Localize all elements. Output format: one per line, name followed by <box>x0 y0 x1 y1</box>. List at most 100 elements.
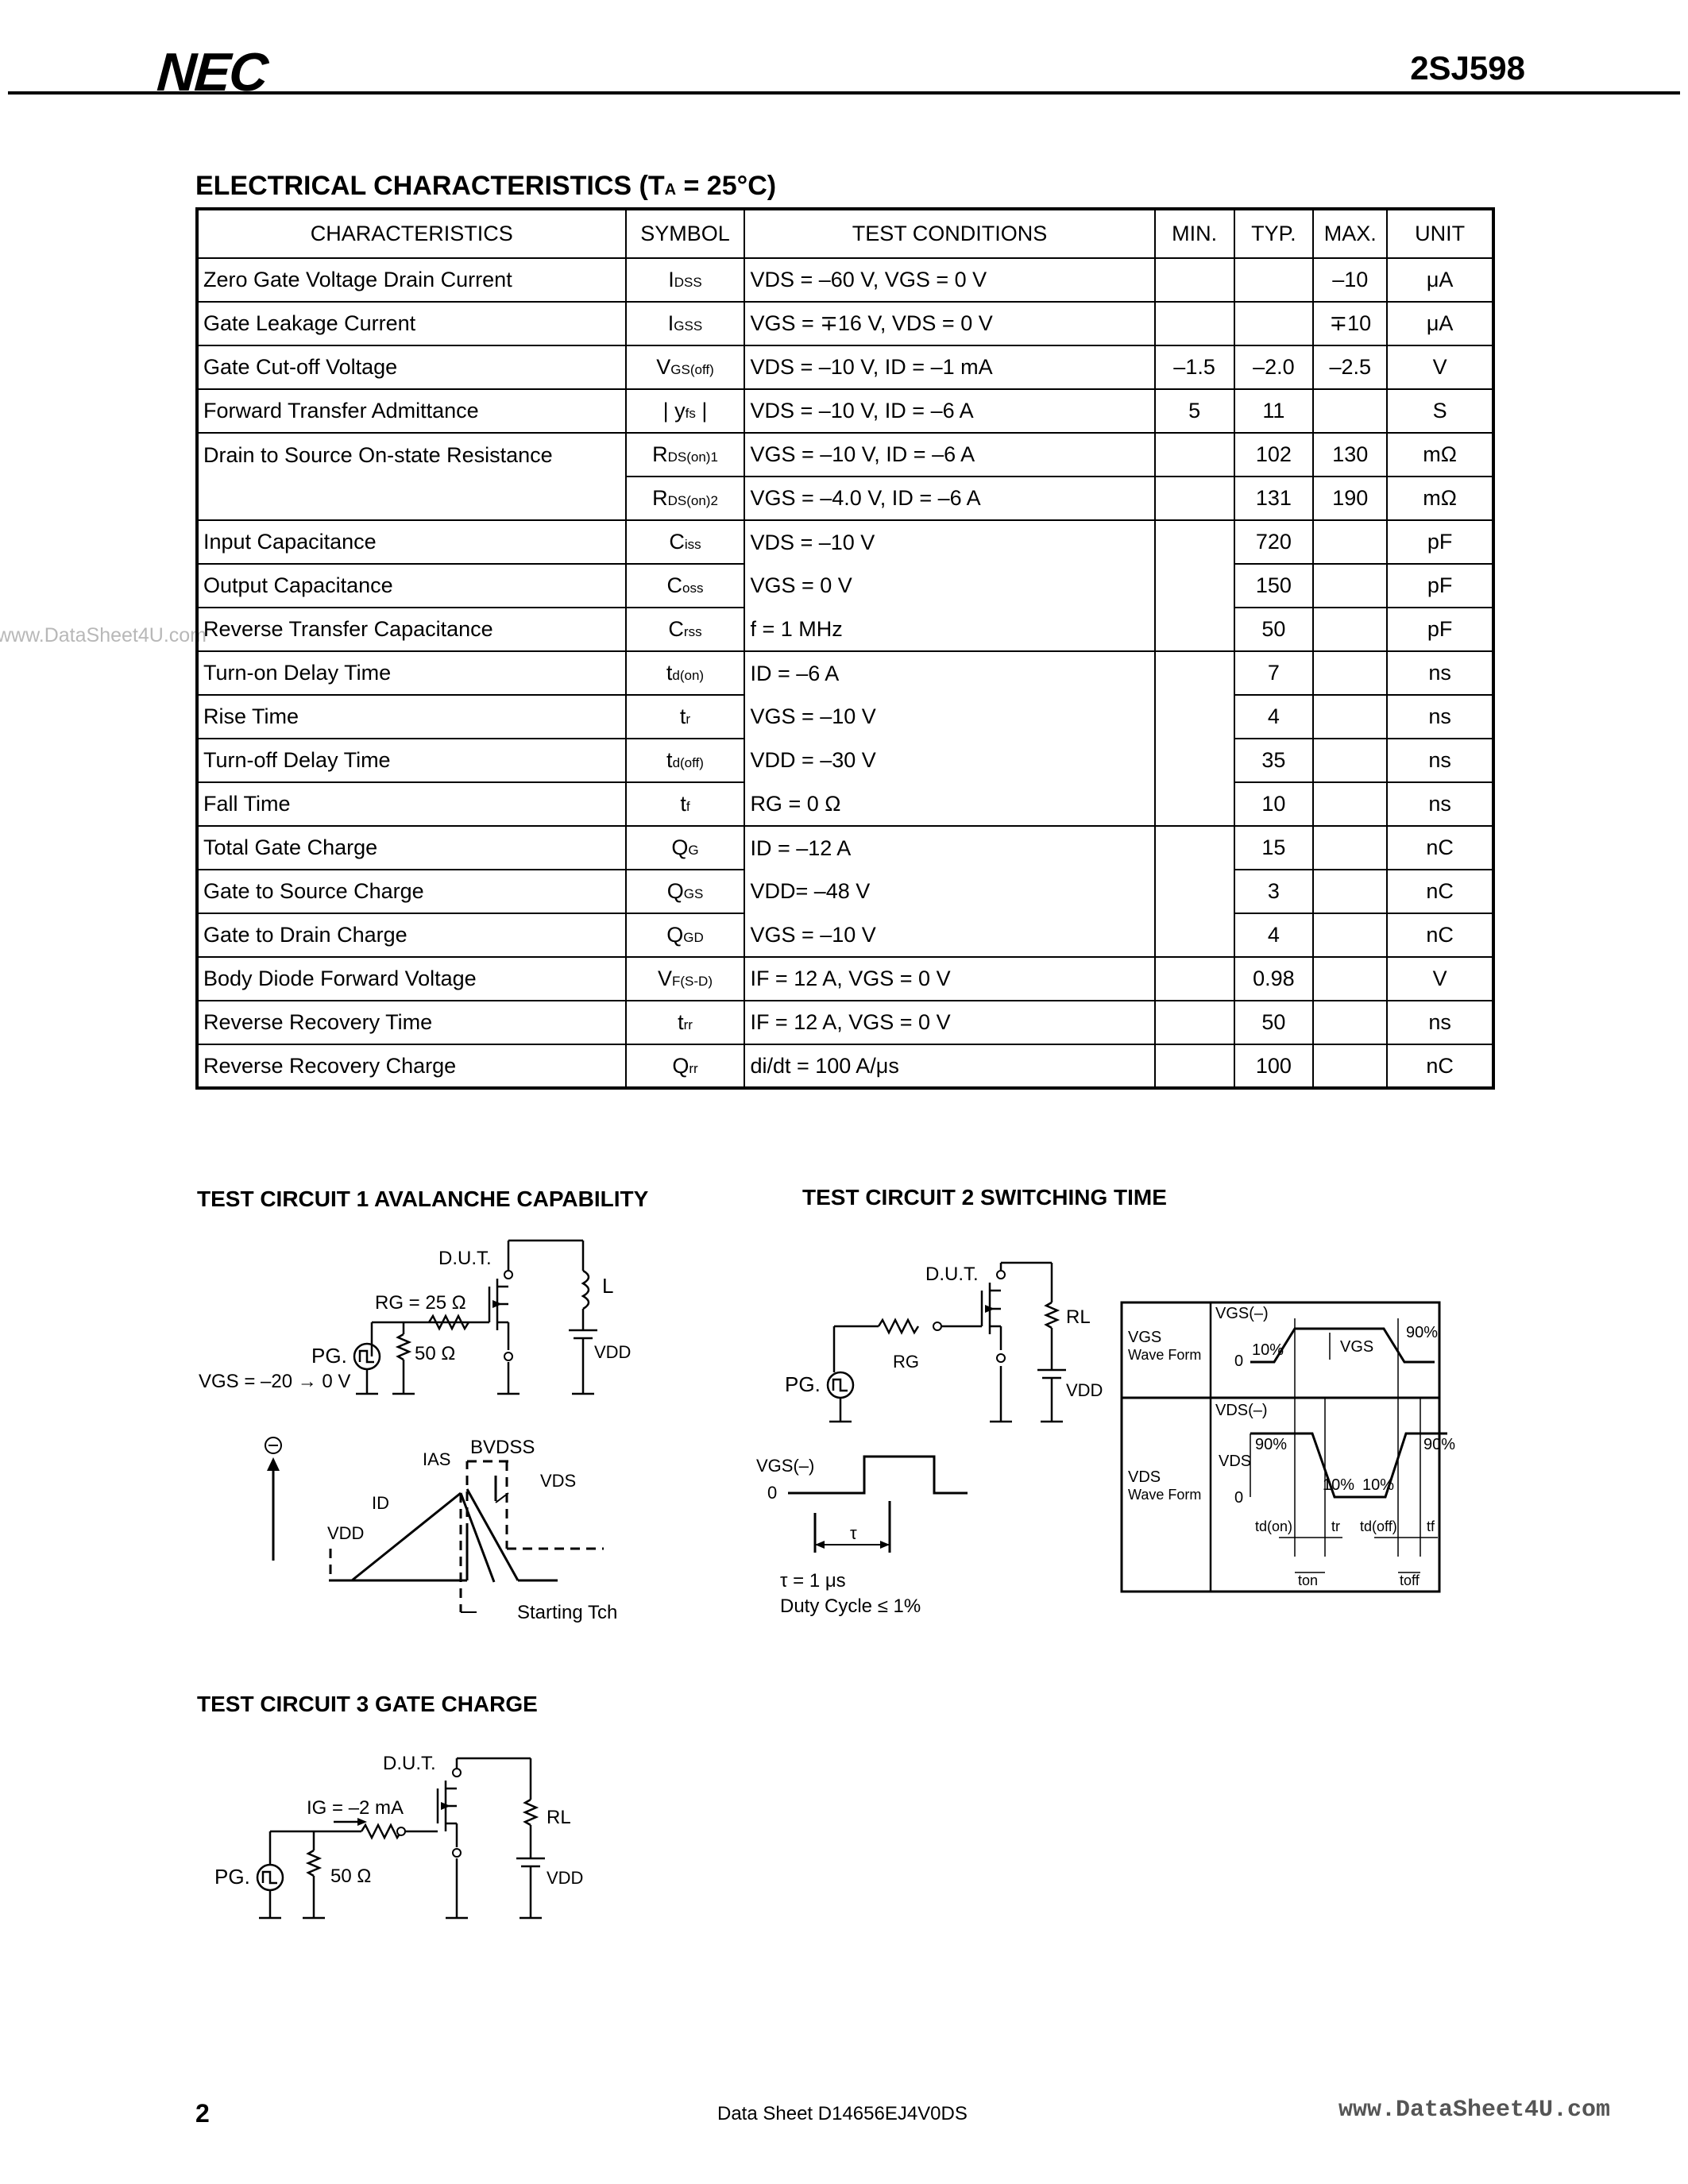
page-number: 2 <box>195 2099 210 2128</box>
typ-cell: 11 <box>1233 388 1315 434</box>
tc1-l: L <box>602 1274 613 1298</box>
table-title: ELECTRICAL CHARACTERISTICS (TA = 25°C) <box>195 171 777 201</box>
typ-cell: 4 <box>1233 694 1315 739</box>
symbol-main: R <box>652 442 668 466</box>
symbol-main: C <box>668 617 684 641</box>
condition-cell: ID = –6 A <box>744 650 1156 695</box>
max-cell <box>1312 825 1389 870</box>
column-header: MIN. <box>1153 208 1235 259</box>
symbol-cell: | yfs | <box>624 388 746 434</box>
symbol-subscript: GS <box>683 886 704 901</box>
characteristic-cell: Rise Time <box>196 694 627 739</box>
typ-cell: –2.0 <box>1233 345 1315 390</box>
characteristic-cell: Turn-off Delay Time <box>196 738 627 783</box>
max-cell <box>1312 607 1389 652</box>
symbol-cell: Qrr <box>624 1044 746 1089</box>
max-cell <box>1312 1000 1389 1045</box>
tc1-starting: Starting Tch <box>517 1602 617 1623</box>
min-cell <box>1153 301 1235 346</box>
tc2-td-off: td(off) <box>1360 1518 1397 1534</box>
condition-cell: IF = 12 A, VGS = 0 V <box>744 1000 1156 1045</box>
unit-cell: ns <box>1386 1000 1494 1045</box>
condition-cell: di/dt = 100 A/μs <box>744 1044 1156 1089</box>
tc2-td-on: td(on) <box>1255 1518 1292 1534</box>
tc3-vdd: VDD <box>547 1868 583 1888</box>
min-cell: 5 <box>1153 388 1235 434</box>
max-cell: 130 <box>1312 432 1389 477</box>
tc2-10pct-ds2: 10% <box>1362 1476 1394 1494</box>
condition-cell: VDS = –10 V <box>744 519 1156 564</box>
min-cell <box>1153 956 1235 1001</box>
characteristic-cell: Gate to Source Charge <box>196 869 627 914</box>
symbol-cell: QGS <box>624 869 746 914</box>
min-cell <box>1153 1000 1235 1045</box>
typ-cell <box>1233 257 1315 303</box>
tc1-bvdss: BVDSS <box>470 1437 535 1458</box>
tc1-diagram: D.U.T. RG = 25 Ω L 50 Ω PG. VDD VGS = –2… <box>199 1239 631 1623</box>
column-header: TEST CONDITIONS <box>744 208 1156 259</box>
typ-cell: 131 <box>1233 476 1315 521</box>
condition-cell: IF = 12 A, VGS = 0 V <box>744 956 1156 1001</box>
tc3-rl: RL <box>547 1807 571 1828</box>
symbol-subscript: GSS <box>674 318 703 334</box>
column-header: MAX. <box>1312 208 1389 259</box>
max-cell: 190 <box>1312 476 1389 521</box>
unit-cell: ns <box>1386 694 1494 739</box>
tc2-dut: D.U.T. <box>925 1264 979 1285</box>
condition-cell: VGS = –4.0 V, ID = –6 A <box>744 476 1156 521</box>
symbol-main: Q <box>672 1053 689 1078</box>
characteristic-cell: Gate Cut-off Voltage <box>196 345 627 390</box>
min-cell <box>1153 782 1235 827</box>
symbol-cell: td(off) <box>624 738 746 783</box>
max-cell <box>1312 956 1389 1001</box>
symbol-cell: tf <box>624 781 746 827</box>
unit-cell: μA <box>1386 257 1494 303</box>
tc2-toff: toff <box>1400 1572 1420 1588</box>
condition-cell: VGS = –10 V <box>744 913 1156 958</box>
min-cell <box>1153 650 1235 695</box>
condition-cell: VDS = –10 V, ID = –1 mA <box>744 345 1156 390</box>
unit-cell: pF <box>1386 607 1494 652</box>
symbol-subscript: oss <box>682 581 704 596</box>
max-cell <box>1312 563 1389 608</box>
typ-cell: 3 <box>1233 869 1315 914</box>
tc2-duty: Duty Cycle ≤ 1% <box>780 1596 921 1617</box>
characteristic-cell: Gate to Drain Charge <box>196 913 627 958</box>
typ-cell: 35 <box>1233 738 1315 783</box>
symbol-subscript: DS(on)1 <box>667 450 718 465</box>
symbol-subscript: GS(off) <box>670 362 714 377</box>
symbol-cell: IGSS <box>624 301 746 346</box>
symbol-cell: Coss <box>624 563 746 608</box>
symbol-subscript: f <box>686 799 690 814</box>
svg-text:0: 0 <box>1234 1352 1243 1370</box>
condition-cell: VGS = –10 V, ID = –6 A <box>744 432 1156 477</box>
tc1-vdd2: VDD <box>327 1523 364 1543</box>
tc3-title: TEST CIRCUIT 3 GATE CHARGE <box>197 1692 538 1716</box>
tc2-rl: RL <box>1066 1306 1091 1328</box>
min-cell <box>1153 476 1235 521</box>
footer-watermark: www.DataSheet4U.com <box>1338 2097 1611 2124</box>
tc2-90pct-gs: 90% <box>1406 1324 1438 1341</box>
tc2-wf-vds-top: VDS(–) <box>1215 1402 1268 1419</box>
header-rule <box>8 91 1680 95</box>
tc2-10pct-ds1: 10% <box>1323 1476 1354 1494</box>
condition-cell: VDD= –48 V <box>744 870 1156 913</box>
min-cell: –1.5 <box>1153 345 1235 390</box>
part-number: 2SJ598 <box>1410 49 1525 87</box>
tc2-wf-vgs: VGS <box>1128 1329 1161 1346</box>
max-cell <box>1312 913 1389 958</box>
unit-cell: nC <box>1386 1044 1494 1089</box>
tc1-pg: PG. <box>311 1344 347 1368</box>
tc3-r50: 50 Ω <box>330 1866 371 1887</box>
condition-cell: VGS = ∓16 V, VDS = 0 V <box>744 301 1156 346</box>
typ-cell: 102 <box>1233 432 1315 477</box>
unit-cell: nC <box>1386 869 1494 914</box>
characteristic-cell: Total Gate Charge <box>196 825 627 870</box>
symbol-subscript: F(S-D) <box>672 974 713 989</box>
